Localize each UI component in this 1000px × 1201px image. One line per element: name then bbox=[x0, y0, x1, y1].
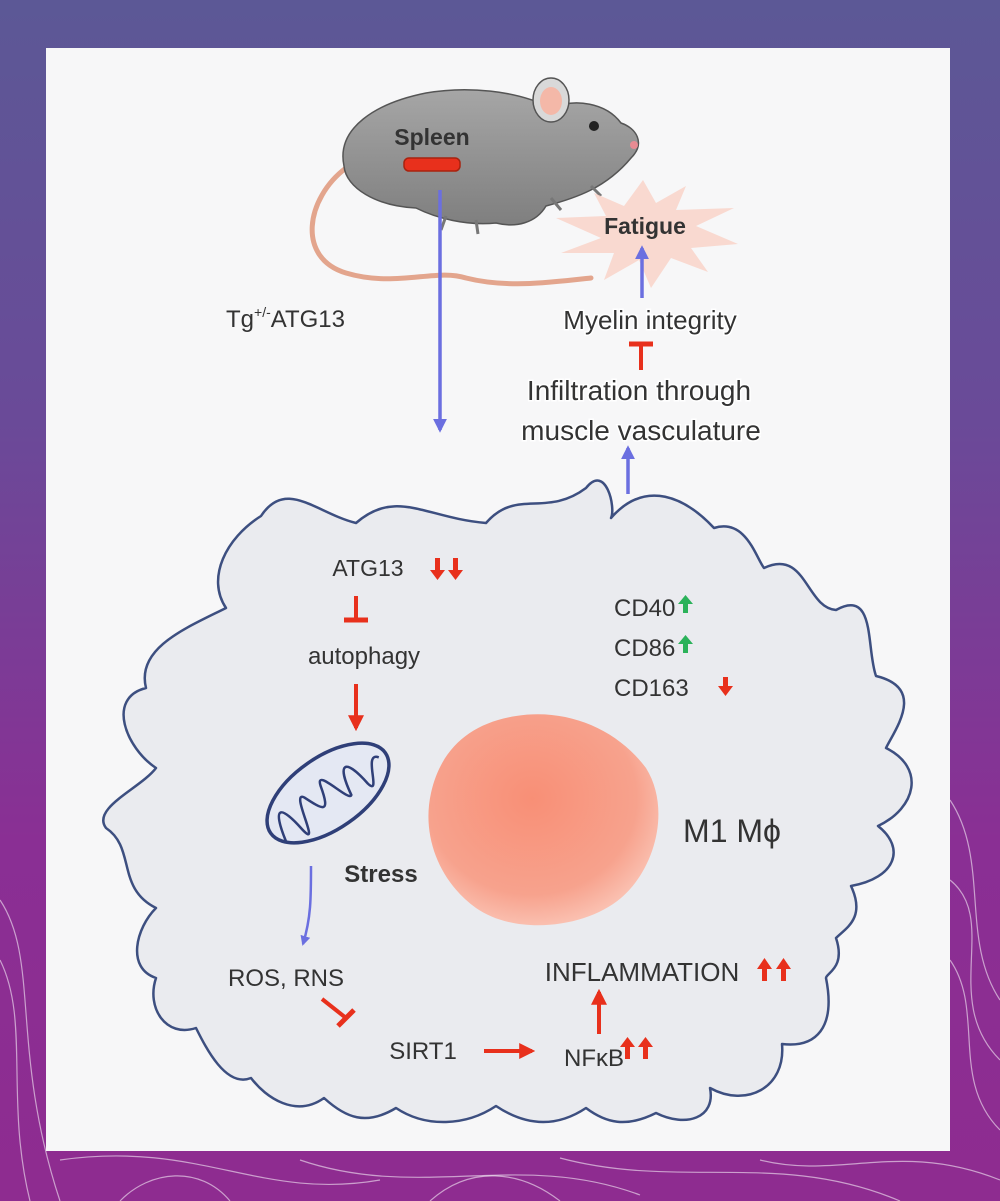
spleen-organ bbox=[403, 157, 461, 172]
fatigue-label: Fatigue bbox=[604, 213, 686, 239]
figure-panel: Spleen Tg+/-ATG13 Fatigue Myelin integri… bbox=[46, 48, 950, 1151]
sirt1-label: SIRT1 bbox=[389, 1038, 457, 1065]
marker-cd163-down-arrow bbox=[718, 677, 733, 696]
spleen-label: Spleen bbox=[394, 124, 469, 150]
infiltration-line1: Infiltration through bbox=[527, 375, 751, 406]
marker-cd40-label: CD40 bbox=[614, 595, 675, 622]
atg13-double-down-arrow bbox=[430, 558, 463, 580]
nfkb-double-up-arrow bbox=[620, 1037, 653, 1059]
mouse-eye bbox=[589, 121, 599, 131]
autophagy-label: autophagy bbox=[308, 643, 420, 670]
inflammation-label: INFLAMMATION bbox=[545, 957, 740, 987]
marker-cd86-label: CD86 bbox=[614, 635, 675, 662]
mitochondrion-icon bbox=[265, 741, 391, 845]
genotype-label: Tg+/-ATG13 bbox=[226, 304, 345, 333]
nfkb-label: NFκB bbox=[564, 1045, 624, 1072]
mitochondria-to-ros-arrow bbox=[300, 865, 313, 946]
fatigue-starburst bbox=[556, 180, 738, 288]
marker-cd86-up-arrow bbox=[678, 635, 693, 653]
atg13-label: ATG13 bbox=[332, 555, 403, 581]
cell-type-label: M1 Mϕ bbox=[683, 813, 781, 849]
diagram: Spleen Tg+/-ATG13 Fatigue Myelin integri… bbox=[102, 77, 913, 1124]
marker-cd40-up-arrow bbox=[678, 595, 693, 613]
mouse-body bbox=[342, 89, 640, 226]
mouse-ear-inner bbox=[540, 87, 562, 115]
inflammation-double-up-arrow bbox=[757, 958, 791, 981]
infiltration-line2: muscle vasculature bbox=[521, 415, 761, 446]
nucleus bbox=[428, 714, 659, 926]
mouse-tail bbox=[309, 165, 594, 287]
marker-cd163-label: CD163 bbox=[614, 675, 689, 702]
mouse-nose bbox=[630, 141, 638, 149]
stress-label: Stress bbox=[344, 861, 417, 888]
mouse-legs bbox=[439, 184, 603, 235]
infiltration-inhibits-myelin bbox=[629, 341, 653, 370]
myelin-integrity-label: Myelin integrity bbox=[563, 305, 736, 335]
atg13-inhibits-autophagy bbox=[344, 596, 368, 623]
mouse-illustration: Spleen bbox=[309, 77, 640, 287]
ros-inhibits-sirt1 bbox=[320, 997, 356, 1028]
ros-rns-label: ROS, RNS bbox=[228, 965, 344, 992]
